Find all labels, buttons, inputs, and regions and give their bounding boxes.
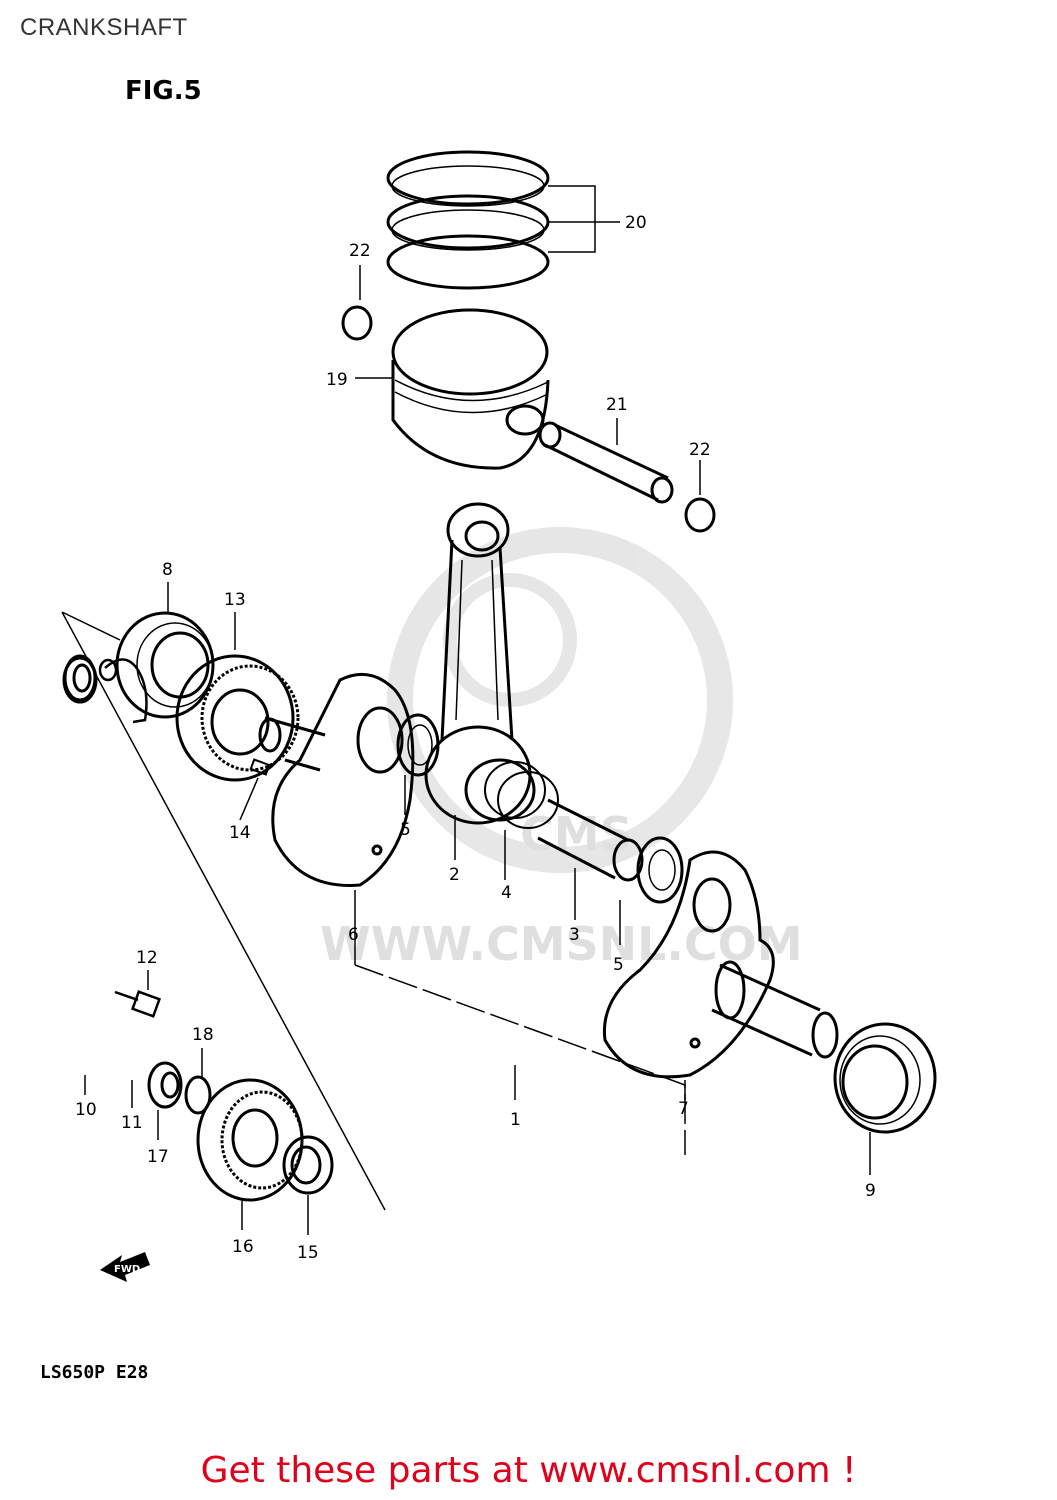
assembly-bracket <box>61 611 686 1211</box>
piston-rings <box>386 150 550 290</box>
callout-8: 8 <box>162 560 173 580</box>
callout-5a: 5 <box>400 820 411 840</box>
callout-21: 21 <box>606 395 628 415</box>
figure-label: FIG.5 <box>125 76 202 106</box>
seal-10 <box>63 654 97 702</box>
cta-link[interactable]: Get these parts at www.cmsnl.com ! <box>200 1450 857 1491</box>
callout-1: 1 <box>510 1110 521 1130</box>
retainer-plate <box>98 658 148 724</box>
callout-20: 20 <box>625 213 647 233</box>
watermark-logo-face <box>443 573 577 707</box>
callout-6: 6 <box>348 925 359 945</box>
callout-9: 9 <box>865 1181 876 1201</box>
callout-11: 11 <box>121 1113 143 1133</box>
callout-4: 4 <box>501 883 512 903</box>
callout-22b: 22 <box>689 440 711 460</box>
thrust-washer-left <box>396 713 440 815</box>
callout-19: 19 <box>326 370 348 390</box>
needle-bearing <box>484 761 559 880</box>
spline-15 <box>282 1135 334 1235</box>
callout-16: 16 <box>232 1237 254 1257</box>
model-code: LS650P E28 <box>40 1362 149 1383</box>
callout-5b: 5 <box>613 955 624 975</box>
bolt-12 <box>114 970 162 1018</box>
callout-2: 2 <box>449 865 460 885</box>
nut-17 <box>147 1061 183 1140</box>
thrust-washer-right <box>619 836 684 945</box>
callout-14: 14 <box>229 823 251 843</box>
washer-18 <box>184 1048 212 1115</box>
bearing-right <box>833 1022 937 1175</box>
crank-pin <box>537 798 644 920</box>
callout-3: 3 <box>569 925 580 945</box>
crank-web-left <box>258 672 415 887</box>
circlip-upper <box>341 265 373 341</box>
key <box>239 758 271 821</box>
gear-16 <box>196 1078 304 1230</box>
bearing-left <box>115 582 215 719</box>
callout-15: 15 <box>297 1243 319 1263</box>
callout-12: 12 <box>136 948 158 968</box>
page-title: CRANKSHAFT <box>20 14 188 41</box>
callout-18: 18 <box>192 1025 214 1045</box>
crank-web-right <box>602 850 839 1100</box>
callout-10: 10 <box>75 1100 97 1120</box>
piston-pin <box>538 418 674 504</box>
callout-17: 17 <box>147 1147 169 1167</box>
connecting-rod <box>424 502 536 860</box>
fwd-arrow: FWD <box>100 1252 150 1282</box>
fwd-label: FWD <box>114 1264 140 1275</box>
callout-22a: 22 <box>349 241 371 261</box>
piston <box>355 308 550 470</box>
ring-leader <box>548 185 620 253</box>
seal-10-real <box>62 656 98 704</box>
circlip-lower <box>684 460 716 533</box>
callout-13: 13 <box>224 590 246 610</box>
primary-gear <box>175 612 300 782</box>
callout-7: 7 <box>678 1099 689 1119</box>
